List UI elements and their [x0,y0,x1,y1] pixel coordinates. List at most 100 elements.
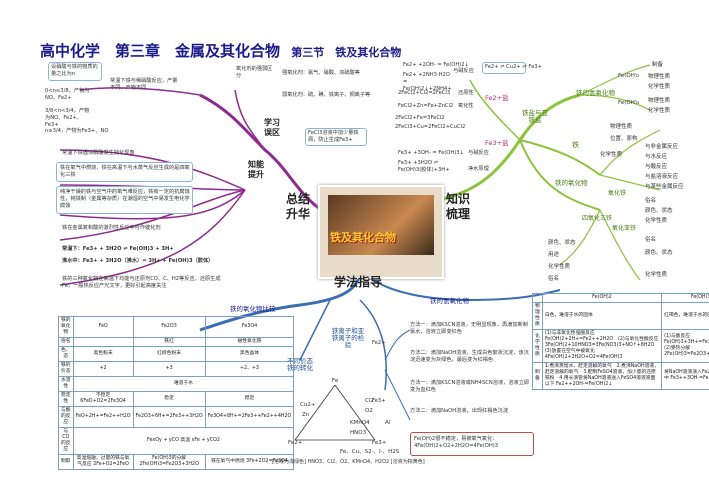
table-cell: 铁的价态 [58,361,74,377]
note-text: FeCl3溶液中加少量铁屑，防止生成Fe3+ [308,130,359,143]
ion-cycle: Fe2+ ⇌ Cu2+ ⇌ Fe3+ [485,64,542,70]
furnace-image [328,195,434,255]
table-cell: (1)与酸反应 Fe(OH)3+3H+=Fe3++3H2O (2)受热分解 2F… [661,329,709,363]
reaction: Fe3+ +3H2O ⇌ Fe(OH)3(胶体)+3H+ [398,160,450,173]
tree-leaf: 颜色、状态 [548,240,576,246]
node-reagent: Zn [302,412,310,418]
table-cell: 稳定 [132,391,206,407]
summary-label: 总结 升华 [285,192,310,221]
ion-method: 方法二：滴加NaOH溶液，生成白色絮状沉淀，该沉淀迅速变为灰绿色，最后变为红褐色 [410,350,529,363]
node-reagent: HNO3 [350,430,367,436]
table-cell: 铁的氧化物 [58,316,74,338]
table-cell: 铁在氧气中燃烧 3Fe+2O2=Fe3O4 [204,454,295,470]
table-cell: 与酸的反应 [58,406,74,428]
table-cell: 制备 [532,362,543,390]
note-text: 沸水中：Fe3+ + 3H2O（沸水）= 3H+ + Fe(OH)3（胶体） [62,258,214,264]
tree-leaf: 与非金属反应 [645,144,679,150]
note-text: 铁的三种氧化物在高温下均能与还原剂CO、C、H2等反应，还原生成Fe，一般热反应… [62,276,221,289]
tree-leaf: 制备 [652,62,664,68]
oxide-name: 四氧化三铁 [582,215,613,222]
table-cell: 铁红 [132,337,206,347]
table-cell: 不稳定 6FeO+O2=2Fe3O4 [72,391,134,407]
tree-leaf: 化学性质 [648,108,671,114]
table-row: 水溶性难溶于水 [58,376,295,392]
ion-test-label: 铁离子和亚铁离子的检验 [331,327,365,349]
table-cell: 与CO的反应 [58,427,74,455]
table-row: 色、态黑色粉末红棕色粉末黑色晶体 [58,346,295,362]
table-cell: 俗名 [58,337,74,347]
tree-leaf: 化学性质 [548,264,571,270]
table-cell [72,337,134,347]
note-text: 铁在氧气中燃烧、铁在高温下与水蒸气反应生成的是四氧化三铁 [60,165,190,178]
center-banner: 铁及其化合物 [318,185,444,279]
hydroxide-table-title: 铁的氢氧化物 [430,297,469,305]
table-cell: 磁性氧化铁 [204,337,295,347]
conversion-label: 不同价态铁的转化 [287,357,313,372]
node-reagent: Fe、Cu、S2-、I-、H2S [340,449,400,455]
reaction: 2FeCl3+Cu=2FeCl2+CuCl2 [395,124,466,130]
table-cell: Fe2O3 [132,316,206,338]
oxide-node: 铁的氧化物 [555,179,588,187]
section-title: 第三节 铁及其化合物 [291,46,402,59]
node-reagent: O2 [365,408,373,414]
reaction: Fe2+ +2NH3·H2O = Fe(OH)2↓+2NH4+ [403,72,452,92]
reaction-label: 净水原理 [468,166,489,172]
table-cell: (1)与非氧化性强酸反应 Fe(OH)2+2H+=Fe2++2H2O (2)与氧… [541,329,663,363]
reaction: 2FeCl2+Fe=3FeCl2 [395,115,445,121]
note-text: 弱氧化剂：硫、碘、铁离子、铜离子等 [282,92,371,98]
table-cell: Fe2O3+6H+=2Fe3++3H2O [132,406,206,428]
tree-leaf: 俗名 [645,237,657,243]
tree-leaf: 物理性质 [648,98,671,104]
salt-label: Fe2+盐 [485,94,509,102]
note-box: 纯净干燥的铁与空气中的氧气难反应，铁有一定的抗腐蚀性，钝铁制（金属等杂质）在潮湿… [56,186,193,214]
note-text: 铁在金属氧和酸的激烈性反应中可作催化剂 [62,225,161,231]
ion-fe2: Fe2+ [372,340,386,346]
reaction: Fe3+ +3OH- = Fe(OH)3↓ [398,150,464,156]
table-cell: FeO [72,316,134,338]
note-text: 3/8<n<3/4，产物为NO、Fe2+、Fe3+ [45,108,90,128]
table-row: 俗名 铁红磁性氧化铁 [58,337,295,347]
table-row: 铁的价态+2+3+2、+3 [58,361,295,377]
salt-group-label: 铁盐与亚铁盐 [522,109,548,124]
oxide-table-title: 铁的氧化物比较 [230,305,276,313]
tree-leaf: 用途 [548,252,560,258]
note-text: 常温下：Fe3+ + 3H2O ⇌ Fe(OH)3 + 3H+ [62,246,174,252]
ion-method: 方法一：滴加KSCN溶液或NH4SCN溶液，溶液立即变为血红色 [410,380,530,393]
node-fe3: Fe3+ [372,440,387,446]
table-cell: 白色，难溶于水的固体 [541,302,663,330]
reaction-label: 氧化性 [458,103,474,109]
note-box: 设硝酸与铁的物质的量之比为n [48,62,102,81]
table-cell: 红棕色粉末 [132,346,206,362]
table-cell: 将NaOH溶液滴入Fe2(SO4)3溶液中 Fe3++3OH-=Fe(OH)3↓ [661,362,709,390]
note-box: 铁在氧气中燃烧、铁在高温下与水蒸气反应生成的是四氧化三铁 [56,162,193,182]
reaction-label: 还原性 [458,90,474,96]
tree-leaf: Fe(OH)₂ [618,73,640,79]
note-text: 设硝酸与铁的物质的量之比为n [51,64,98,77]
table-cell: 制取 [58,454,74,470]
hydroxide-node: 铁的氢氧化物 [576,89,615,97]
node-fe2: Fe2+ [288,440,303,446]
table-cell: Fe(OH)3的分解 2Fe(OH)3=Fe2O3+3H2O [132,454,206,470]
reaction: Fe2+ +2OH- = Fe(OH)2↓ [403,62,469,68]
reaction-label: 与碱反应 [468,150,489,156]
tree-leaf: 位置、原构 [610,136,638,142]
tree-leaf: 颜色、状态 [645,250,673,256]
salt-label: Fe3+盐 [485,139,509,147]
tree-leaf: 化学性质 [600,152,623,158]
table-cell: 1.煮沸蒸馏水，赶走溶解的氧气 2.煮沸NaOH溶液，赶走溶解的氧气 3.配制F… [541,362,663,390]
tree-leaf: 化学性质 [645,272,668,278]
reaction: FeCl2+Zn=Fe+ZnCl2 [398,103,454,109]
iron-node: 铁 [572,141,579,149]
note-text: 纯净干燥的铁与空气中的氧气难反应，铁有一定的抗腐蚀性，钝铁制（金属等杂质）在潮湿… [60,189,190,209]
tree-leaf: Fe(OH)₃ [618,100,640,106]
ion-fe3: Fe3+ [372,398,386,404]
ion-method: 方法一：滴加KSCN溶液，无明显现象，再滴加新制氯水，溶液立即变红色 [410,322,528,335]
table-cell: 红褐色，难溶于水的固体 [661,302,709,330]
table-cell: FexOy + yCO 高温 xFe + yCO2 [72,427,295,455]
